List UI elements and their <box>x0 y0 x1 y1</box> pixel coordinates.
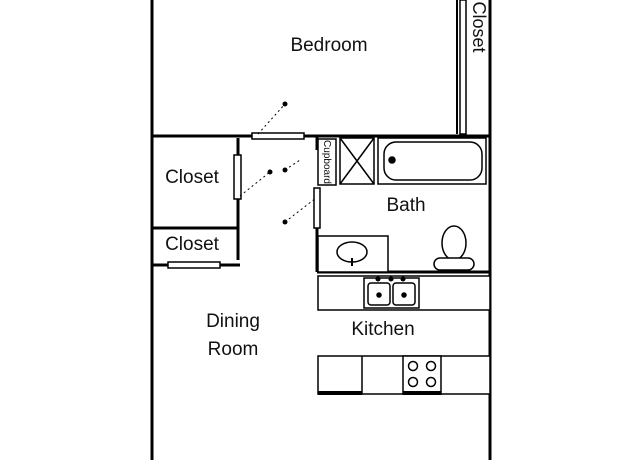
bath-door-swing-1 <box>284 159 301 171</box>
label-bath: Bath <box>386 195 425 216</box>
door-knob-bedroom <box>282 101 288 107</box>
bedroom-door-slab <box>251 132 305 140</box>
closet-upper-door-slab <box>233 154 242 200</box>
label-closet-upper: Closet <box>165 167 220 188</box>
bath-door-slab <box>313 187 321 229</box>
linen-cabinet <box>339 137 375 185</box>
stove-burner-3 <box>407 376 419 388</box>
toilet-tank <box>433 257 475 271</box>
kitchen-faucet-3 <box>400 276 406 282</box>
kitchen-faucet-2 <box>388 276 394 282</box>
bathtub-inner <box>383 141 483 181</box>
bath-door-swing-2 <box>284 197 317 223</box>
kitchen-sink-drain-right <box>401 292 407 298</box>
kitchen-faucet-1 <box>375 276 381 282</box>
toilet-bowl <box>441 225 467 261</box>
door-knob-closet <box>267 169 273 175</box>
label-dining-line1: Dining <box>206 311 260 332</box>
label-closet-lower: Closet <box>165 234 220 255</box>
closet-top-right-door <box>459 0 467 135</box>
stove-burner-1 <box>407 360 419 372</box>
counter-base-left <box>318 391 362 395</box>
stove-burner-2 <box>425 360 437 372</box>
cupboard-door <box>317 138 337 186</box>
door-knob-bath-2 <box>282 219 288 225</box>
stove <box>402 355 442 395</box>
counter-base-stove <box>403 391 441 395</box>
label-closet-top-right: Closet <box>469 1 489 52</box>
linen-cabinet-x2 <box>339 137 375 185</box>
label-cupboard: Cupboard <box>321 140 332 184</box>
kitchen-sink-drain-left <box>376 292 382 298</box>
closet-lower-door-slab <box>167 261 221 269</box>
label-dining-line2: Room <box>208 339 259 360</box>
bathtub <box>377 137 487 185</box>
stove-burner-4 <box>425 376 437 388</box>
door-knob-bath-1 <box>282 167 288 173</box>
label-kitchen: Kitchen <box>351 319 414 340</box>
bathtub-drain <box>388 156 396 164</box>
label-bedroom: Bedroom <box>290 35 367 56</box>
bedroom-door-swing <box>257 103 286 135</box>
closet-door-swing <box>239 171 271 197</box>
